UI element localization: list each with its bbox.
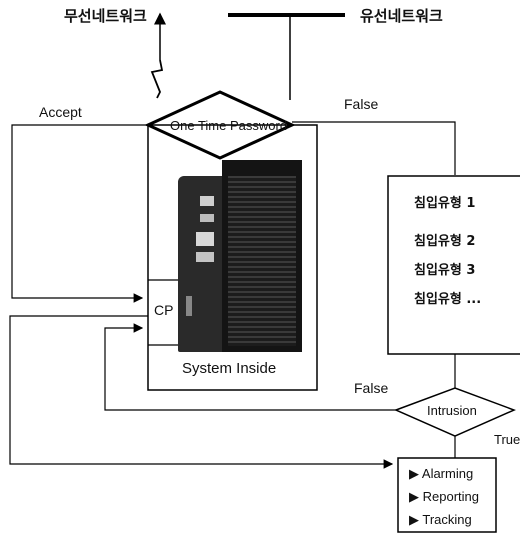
accept-label: Accept bbox=[39, 104, 82, 120]
intrusion-type-2: 침입유형 2 bbox=[414, 230, 475, 249]
accept-line bbox=[12, 125, 148, 298]
intrusion-label: Intrusion bbox=[427, 403, 477, 418]
true-label: True bbox=[494, 432, 520, 447]
system-inside-label: System Inside bbox=[182, 360, 276, 377]
cp-label: CP bbox=[154, 302, 173, 318]
action-alarming: ▶ Alarming bbox=[409, 466, 473, 482]
intrusion-type-3: 침입유형 3 bbox=[414, 259, 475, 278]
action-reporting: ▶ Reporting bbox=[409, 489, 479, 505]
wired-network-label: 유선네트워크 bbox=[360, 5, 443, 26]
false-top-label: False bbox=[344, 96, 378, 112]
action-tracking: ▶ Tracking bbox=[409, 512, 472, 528]
false-bottom-label: False bbox=[354, 380, 388, 396]
wireless-network-label: 무선네트워크 bbox=[64, 5, 147, 26]
otp-label: One Time Password bbox=[170, 118, 287, 133]
intrusion-type-more: 침입유형 ... bbox=[414, 288, 481, 307]
intrusion-type-1: 침입유형 1 bbox=[414, 192, 475, 211]
lightning-bolt-icon bbox=[152, 60, 162, 98]
